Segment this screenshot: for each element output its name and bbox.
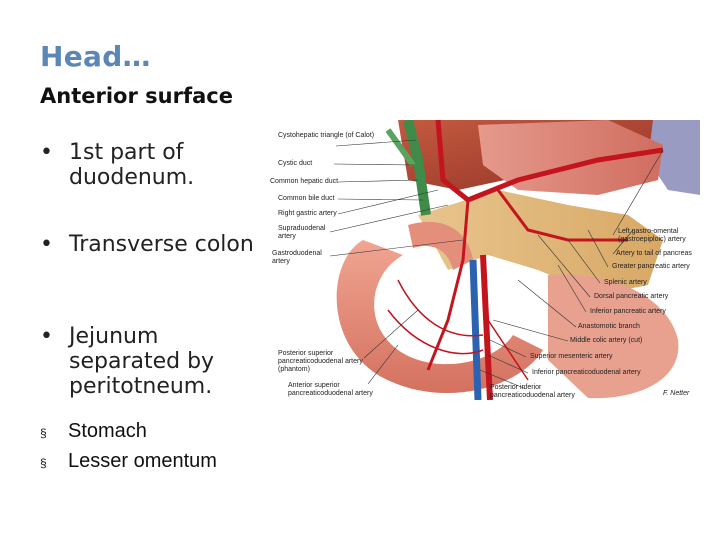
label-cystic-duct: Cystic duct	[278, 160, 313, 167]
label-greater-pancreatic-artery: Greater pancreatic artery	[612, 263, 690, 270]
label-posterior-superior-pd-artery: Posterior superior pancreaticoduodenal a…	[278, 350, 363, 373]
label-splenic-artery: Splenic artery	[604, 279, 647, 286]
label-superior-mesenteric-artery: Superior mesenteric artery	[530, 353, 613, 360]
figure-signature: F. Netter	[663, 390, 690, 397]
label-artery-to-tail-of-pancreas: Artery to tail of pancreas	[616, 250, 692, 257]
label-inferior-pd-artery: Inferior pancreaticoduodenal artery	[532, 369, 641, 376]
bullet-text: Transverse colon	[69, 232, 254, 257]
slide-title: Head…	[40, 40, 151, 73]
label-cystohepatic-triangle: Cystohepatic triangle (of Calot)	[278, 132, 375, 139]
bullet-dot-icon: •	[40, 232, 53, 257]
label-inferior-pancreatic-artery: Inferior pancreatic artery	[590, 308, 666, 315]
label-posterior-inferior-pd-artery: Posterior inferior pancreaticoduodenal a…	[490, 384, 575, 399]
bullet-dot-icon: •	[40, 324, 53, 349]
label-supraduodenal-artery: Supraduodenal artery	[278, 225, 326, 240]
label-gastroduodenal-artery: Gastroduodenal artery	[272, 250, 322, 265]
label-common-hepatic-duct: Common hepatic duct	[270, 178, 339, 185]
sub-bullet-text: Stomach	[68, 420, 147, 442]
anatomy-figure: Cystohepatic triangle (of Calot) Cystic …	[268, 120, 700, 400]
label-dorsal-pancreatic-artery: Dorsal pancreatic artery	[594, 293, 669, 300]
bullet-text: 1st part of duodenum.	[69, 140, 195, 190]
label-anterior-superior-pd-artery: Anterior superior pancreaticoduodenal ar…	[288, 382, 373, 397]
label-right-gastric-artery: Right gastric artery	[278, 210, 337, 217]
sub-bullet-text: Lesser omentum	[68, 450, 217, 472]
square-bullet-icon: §	[40, 456, 47, 470]
slide-subtitle: Anterior surface	[40, 84, 233, 108]
square-bullet-icon: §	[40, 426, 47, 440]
label-left-gastro-omental-artery: Left gastro-omental (gastroepiploic) art…	[618, 228, 686, 243]
bullet-dot-icon: •	[40, 140, 53, 165]
bullet-text: Jejunum separated by peritotneum.	[69, 324, 215, 399]
anatomy-illustration	[268, 120, 700, 400]
label-anastomotic-branch: Anastomotic branch	[578, 323, 640, 330]
label-common-bile-duct: Common bile duct	[278, 195, 335, 202]
label-middle-colic-artery: Middle colic artery (cut)	[570, 337, 643, 344]
